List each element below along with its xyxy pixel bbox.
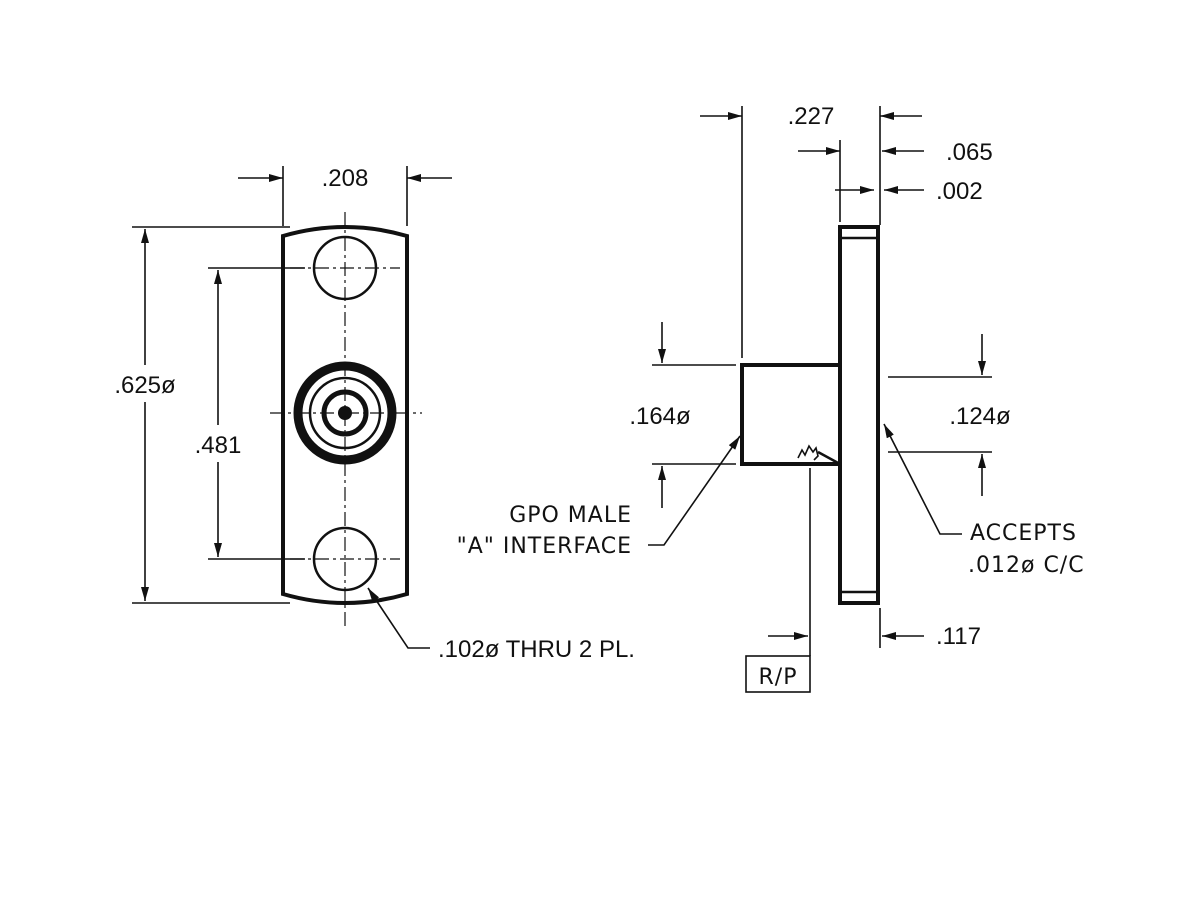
dim-height-label: .625ø	[114, 372, 176, 399]
ref-box-label: R/P	[759, 665, 798, 690]
dim-hole-spacing-label: .481	[195, 432, 242, 459]
connector-inner-ring	[321, 389, 369, 437]
side-view: .227 .065 .002 .164ø .124ø GPO MALE "A" …	[457, 103, 1085, 693]
bottom-mounting-hole	[312, 526, 378, 592]
accepts-note-line2: .012ø C/C	[968, 553, 1085, 578]
dim-recess-label: .002	[936, 178, 983, 205]
dim-bore-dia-label: .124ø	[949, 403, 1011, 430]
top-mounting-hole	[312, 235, 378, 301]
weld-mark	[797, 444, 819, 461]
front-view: .208 .625ø .481 .102ø THRU 2 PL.	[114, 165, 635, 663]
interface-note-line1: GPO MALE	[509, 503, 632, 528]
hole-note-leader	[367, 587, 430, 649]
connector-middle-ring	[308, 376, 382, 450]
accepts-note-line1: ACCEPTS	[970, 521, 1077, 546]
dim-width-label: .208	[322, 165, 369, 192]
ref-box-frame	[745, 655, 811, 693]
dim-bottom-label: .117	[936, 623, 981, 650]
connector-pin	[338, 406, 352, 420]
connector-body-outline	[740, 363, 840, 466]
front-plate-outline	[281, 225, 409, 605]
interface-note-leader	[648, 435, 741, 546]
dim-overall-label: .227	[788, 103, 835, 130]
body-fillet	[817, 450, 841, 466]
accepts-note-leader	[883, 423, 962, 535]
flange-outline	[838, 225, 880, 605]
connector-outer-ring	[293, 361, 397, 465]
hole-note-label: .102ø THRU 2 PL.	[438, 636, 635, 663]
dim-flange-label: .065	[946, 139, 993, 166]
dim-body-dia-label: .164ø	[629, 403, 691, 430]
interface-note-line2: "A" INTERFACE	[457, 534, 632, 559]
